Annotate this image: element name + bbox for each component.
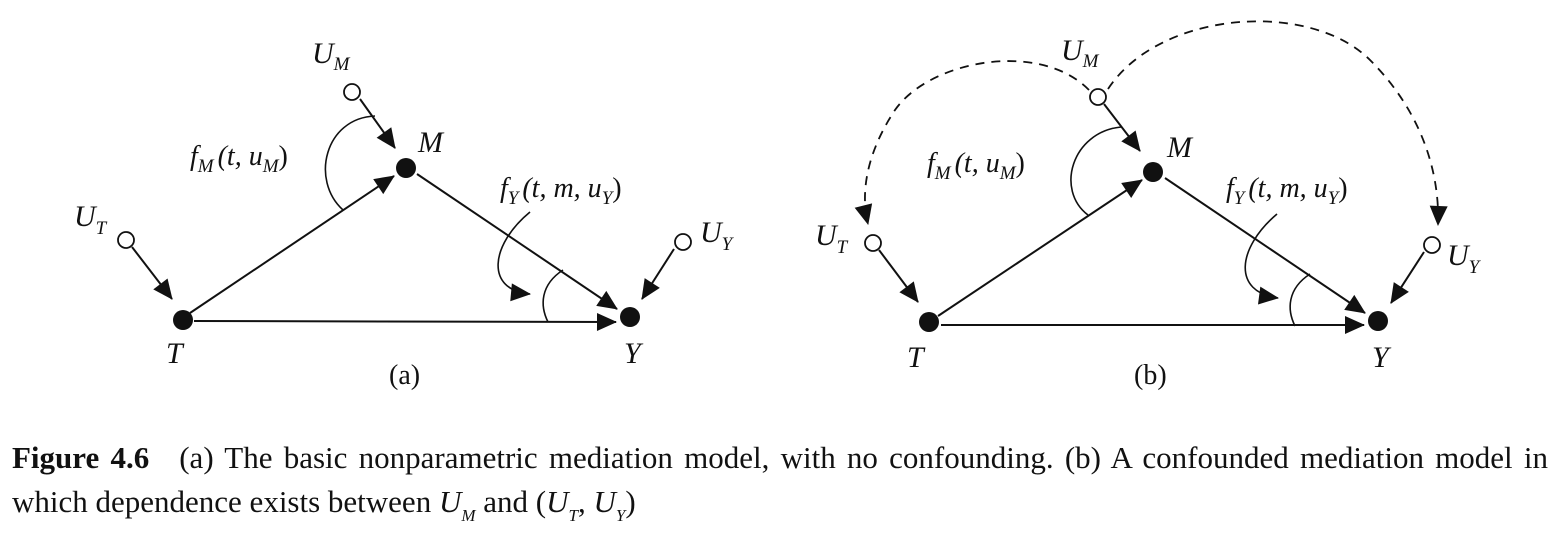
caption-text-1: (a) The basic nonparametric mediation mo… — [12, 440, 1549, 519]
label-m: M — [417, 126, 445, 159]
caption-var-uy: U — [593, 484, 616, 519]
label-m-b: M — [1166, 131, 1194, 164]
node-y-b — [1368, 311, 1388, 331]
label-fm-b: fM(t, uM) — [927, 148, 1025, 184]
edge-m-y — [416, 173, 618, 310]
fm-angle-arc-b — [1070, 126, 1122, 216]
dashed-arc-um-ut — [854, 60, 1090, 225]
edge-uy-y — [641, 248, 675, 300]
label-y-b: Y — [1372, 341, 1392, 374]
label-t-b: T — [907, 341, 926, 374]
caption-text-2: and ( — [475, 484, 547, 519]
node-ut-b — [864, 234, 882, 252]
caption-text-3: ) — [625, 484, 636, 519]
panel-tag-a: (a) — [389, 360, 420, 391]
mediation-diagrams: UM M UT UY T Y (a) fM(t, uM) fY(t, m, uY… — [74, 20, 1482, 391]
fy-angle-arc-b — [1289, 273, 1311, 327]
label-t: T — [166, 337, 185, 370]
edge-um-m — [359, 98, 396, 149]
fy-angle-arc — [542, 269, 564, 323]
fm-angle-arc — [324, 115, 376, 211]
node-um — [343, 83, 361, 101]
caption-var-uy-sub: Y — [615, 506, 626, 525]
label-um-b: UM — [1061, 34, 1100, 72]
edge-ut-t — [131, 246, 173, 300]
caption-var-ut-sub: T — [568, 506, 578, 525]
edge-uy-y-b — [1390, 251, 1425, 304]
node-m — [396, 158, 416, 178]
node-uy — [674, 233, 692, 251]
label-fy: fY(t, m, uY) — [500, 173, 622, 209]
label-ut: UT — [74, 200, 108, 239]
node-m-b — [1143, 162, 1163, 182]
caption-var-ut: U — [546, 484, 569, 519]
node-t — [173, 310, 193, 330]
panel-tag-b: (b) — [1134, 360, 1167, 391]
label-uy: UY — [700, 216, 735, 255]
label-fm: fM(t, uM) — [190, 141, 288, 177]
node-um-b — [1089, 88, 1107, 106]
caption-sep: , — [577, 484, 594, 519]
fy-pointer-arrow-b — [1244, 213, 1279, 305]
edge-t-m-b — [937, 179, 1143, 317]
node-uy-b — [1423, 236, 1441, 254]
edge-um-m-b — [1103, 103, 1141, 152]
panel-b: UM M UT UY T Y (b) fM(t, uM) fY(t, m, uY… — [815, 20, 1482, 391]
label-um: UM — [312, 37, 351, 75]
edge-ut-t-b — [878, 249, 919, 303]
edge-m-y-b — [1164, 177, 1366, 314]
node-ut — [117, 231, 135, 249]
caption-var-um: U — [438, 484, 462, 519]
edge-t-y — [193, 312, 617, 331]
panel-a: UM M UT UY T Y (a) fM(t, uM) fY(t, m, uY… — [74, 37, 735, 391]
label-uy-b: UY — [1447, 239, 1482, 278]
edge-t-m — [189, 175, 395, 314]
label-fy-b: fY(t, m, uY) — [1226, 173, 1348, 209]
figure-caption: Figure 4.6(a) The basic nonparametric me… — [12, 436, 1548, 524]
node-y — [620, 307, 640, 327]
figure-number: Figure 4.6 — [12, 440, 150, 475]
node-t-b — [919, 312, 939, 332]
label-y: Y — [624, 337, 644, 370]
caption-var-um-sub: M — [461, 506, 476, 525]
fy-pointer-arrow — [497, 211, 531, 302]
label-ut-b: UT — [815, 219, 849, 258]
